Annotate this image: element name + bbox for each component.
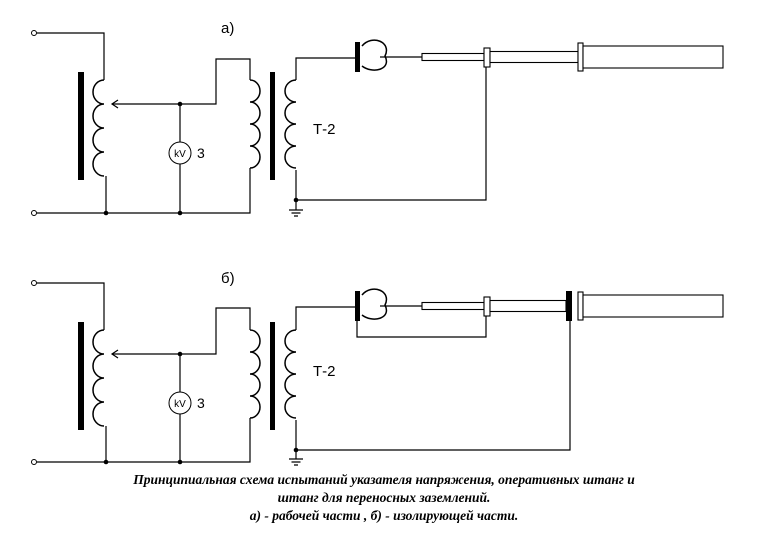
- tested-rod-insulating-part: [489, 299, 567, 313]
- spark-gap-plate: [355, 291, 360, 321]
- voltmeter-circle: [168, 391, 192, 415]
- tested-rod-stop-ring: [483, 296, 491, 317]
- autotransformer-core: [78, 72, 84, 180]
- wire-tap: [112, 307, 251, 355]
- voltmeter-circle: [168, 141, 192, 165]
- tested-rod-handle: [582, 294, 724, 318]
- caption-line-2: штанг для переносных заземлений.: [277, 490, 491, 505]
- spark-gap-electrode: [361, 39, 388, 71]
- figure-caption: Принципиальная схема испытаний указателя…: [20, 471, 748, 525]
- wire-return: [295, 291, 571, 451]
- t2-secondary-coil: [284, 79, 297, 169]
- wire-hv-out: [295, 306, 356, 330]
- caption-line-3: а) - рабочей части , б) - изолирующей ча…: [249, 508, 519, 523]
- t2-primary-coil: [249, 329, 261, 419]
- input-terminal-top: [31, 280, 37, 286]
- autotransformer-coil: [92, 329, 105, 427]
- voltmeter-ref: 3: [197, 145, 205, 161]
- autotransformer-core: [78, 322, 84, 430]
- junction-dot: [103, 210, 109, 216]
- wire-return: [295, 60, 487, 201]
- tested-rod-working-part: [421, 301, 485, 311]
- junction-dot: [293, 447, 299, 453]
- wire-bottom-rail: [37, 418, 251, 463]
- input-terminal-top: [31, 30, 37, 36]
- wire-input-top: [37, 32, 105, 80]
- t2-core: [270, 322, 275, 430]
- tested-rod-stop-ring: [483, 47, 491, 68]
- wire-input-top: [37, 282, 105, 330]
- voltmeter-ref: 3: [197, 395, 205, 411]
- junction-dot: [177, 101, 183, 107]
- ground-symbol: [289, 209, 303, 217]
- spark-gap-electrode: [361, 288, 388, 320]
- tested-rod-insulating-part: [489, 50, 579, 64]
- junction-dot: [293, 197, 299, 203]
- tested-rod-working-part: [421, 52, 485, 62]
- diagram-b: kV 3 Т-2 б): [31, 270, 724, 466]
- voltmeter-label: kV: [174, 399, 186, 410]
- autotransformer-tap-arrow: [110, 349, 119, 359]
- t2-secondary-coil: [284, 329, 297, 419]
- transformer-label: Т-2: [313, 363, 336, 380]
- t2-core: [270, 72, 275, 180]
- diagram-label: а): [221, 20, 234, 37]
- caption-line-1: Принципиальная схема испытаний указателя…: [133, 472, 635, 487]
- tested-rod-handle: [582, 45, 724, 69]
- spark-gap-plate: [355, 42, 360, 72]
- tested-rod-clamp: [566, 291, 572, 321]
- voltmeter-label: kV: [174, 149, 186, 160]
- tested-rod-limiting-ring: [577, 42, 584, 72]
- ground-symbol: [289, 458, 303, 466]
- tested-rod-limiting-ring: [577, 291, 584, 321]
- autotransformer-tap-arrow: [110, 99, 119, 109]
- wire-bottom-rail: [37, 168, 251, 214]
- diagram-a: kV 3 Т-2 а): [31, 20, 724, 217]
- junction-dot: [177, 351, 183, 357]
- junction-dot: [177, 459, 183, 465]
- wire-tap: [112, 58, 251, 105]
- input-terminal-bottom: [31, 459, 37, 465]
- input-terminal-bottom: [31, 210, 37, 216]
- junction-dot: [103, 459, 109, 465]
- transformer-label: Т-2: [313, 121, 336, 138]
- wire-bypass: [356, 300, 487, 338]
- t2-primary-coil: [249, 79, 261, 169]
- junction-dot: [177, 210, 183, 216]
- wire-hv-out: [295, 57, 356, 80]
- autotransformer-coil: [92, 79, 105, 177]
- diagram-label: б): [221, 270, 235, 287]
